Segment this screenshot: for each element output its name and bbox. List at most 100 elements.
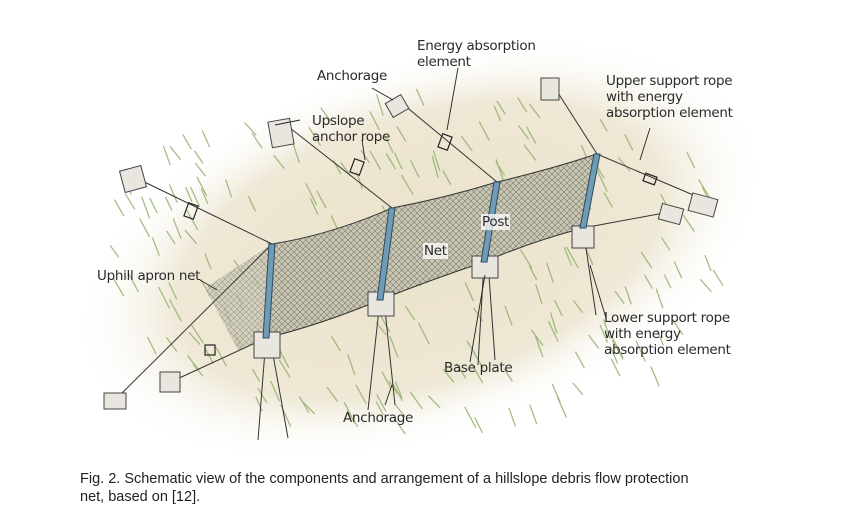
energy-absorption-elements xyxy=(183,132,658,356)
grass-stroke xyxy=(699,278,712,293)
grass-stroke xyxy=(599,324,609,343)
label-base-plate: Base plate xyxy=(444,360,513,376)
grass-stroke xyxy=(201,129,211,148)
grass-stroke xyxy=(326,386,339,402)
grass-stroke xyxy=(138,218,151,238)
grass-stroke xyxy=(196,176,208,197)
grass-stroke xyxy=(162,145,171,166)
uphill-apron-net xyxy=(205,244,272,350)
label-line: Lower support rope xyxy=(604,310,730,326)
grass-stroke xyxy=(146,336,157,355)
grass-stroke xyxy=(215,346,228,367)
grass-stroke xyxy=(168,298,182,322)
grass-stroke xyxy=(588,334,600,349)
grass-stroke xyxy=(427,395,441,409)
grass-stroke xyxy=(393,152,403,170)
grass-stroke xyxy=(572,300,584,314)
grass-stroke xyxy=(470,362,484,384)
grass-stroke xyxy=(442,368,455,383)
label-line: Upper support rope xyxy=(606,73,733,89)
grass-stroke xyxy=(393,417,407,435)
grass-stroke xyxy=(257,387,268,403)
grass-stroke xyxy=(385,153,397,170)
grass-stroke xyxy=(187,355,200,371)
grass-stroke xyxy=(508,407,517,427)
grass-stroke xyxy=(347,354,356,375)
grass-stroke xyxy=(563,246,573,266)
grass-stroke xyxy=(496,100,506,115)
label-line: with energy xyxy=(606,89,683,105)
grass-stroke xyxy=(549,312,558,334)
leader-lines xyxy=(199,67,651,406)
grass-stroke xyxy=(624,133,634,151)
grass-stroke xyxy=(165,336,178,352)
caption-line-2: net, based on [12]. xyxy=(80,489,201,505)
grass-stroke xyxy=(686,152,696,169)
grass-stroke xyxy=(127,272,140,293)
grass-stroke xyxy=(308,127,322,146)
grass-stroke xyxy=(640,251,653,269)
grass-stroke xyxy=(415,88,425,106)
grass-stroke xyxy=(164,196,173,211)
grass-stroke xyxy=(655,288,664,309)
grass-stroke xyxy=(466,340,479,361)
grass-stroke xyxy=(172,218,182,239)
grass-stroke xyxy=(464,406,477,428)
grass-stroke xyxy=(278,359,291,378)
label-line: absorption element xyxy=(604,342,731,358)
grass-stroke xyxy=(547,320,559,343)
grass-stroke xyxy=(682,214,695,232)
grass-stroke xyxy=(166,230,176,245)
grass-stroke xyxy=(661,237,671,251)
grass-stroke xyxy=(474,417,483,434)
grass-stroke xyxy=(204,253,212,270)
grass-stroke xyxy=(191,324,205,344)
grass-stroke xyxy=(151,237,160,256)
grass-stroke xyxy=(609,346,619,364)
grass-stroke xyxy=(610,358,621,377)
grass-stroke xyxy=(383,133,394,154)
grass-stroke xyxy=(193,150,204,164)
grass-stroke xyxy=(247,195,257,212)
grass-stroke xyxy=(330,336,341,352)
grass-stroke xyxy=(535,283,543,305)
grass-stroke xyxy=(529,404,538,425)
grass-stroke xyxy=(302,401,316,415)
grass-stroke xyxy=(603,192,614,208)
grass-stroke xyxy=(186,210,199,231)
grass-stroke xyxy=(624,286,632,305)
grass-stroke xyxy=(526,126,537,145)
grass-stroke xyxy=(270,380,281,402)
grass-stroke xyxy=(194,162,206,177)
grass-stroke xyxy=(432,150,441,172)
grass-stroke xyxy=(495,161,506,176)
grass-stroke xyxy=(442,170,452,186)
grass-stroke xyxy=(112,277,125,297)
grass-stroke xyxy=(671,318,684,336)
grass-stroke xyxy=(140,196,151,219)
grass-stroke xyxy=(553,299,563,316)
grass-stroke xyxy=(394,403,406,418)
grass-stroke xyxy=(369,150,382,171)
grass-stroke xyxy=(673,260,683,279)
grass-stroke xyxy=(523,144,537,161)
grass-stroke xyxy=(190,186,201,207)
grass-stroke xyxy=(455,363,467,379)
grass-stroke xyxy=(168,184,178,203)
grass-stroke xyxy=(396,126,407,142)
grass-stroke xyxy=(417,322,430,345)
grass-stroke xyxy=(298,396,310,414)
grass-stroke xyxy=(158,286,171,309)
grass-stroke xyxy=(697,178,711,199)
grass-stroke xyxy=(251,132,263,149)
grass-stroke xyxy=(169,146,182,161)
label-line: element xyxy=(417,54,471,70)
grass-stroke xyxy=(530,329,544,346)
grass-stroke xyxy=(355,384,367,405)
grass-stroke xyxy=(704,254,712,272)
grass-stroke xyxy=(369,111,380,131)
grass-stroke xyxy=(556,396,568,418)
grass-stroke xyxy=(464,282,474,302)
debris-net-illustration xyxy=(72,37,768,463)
